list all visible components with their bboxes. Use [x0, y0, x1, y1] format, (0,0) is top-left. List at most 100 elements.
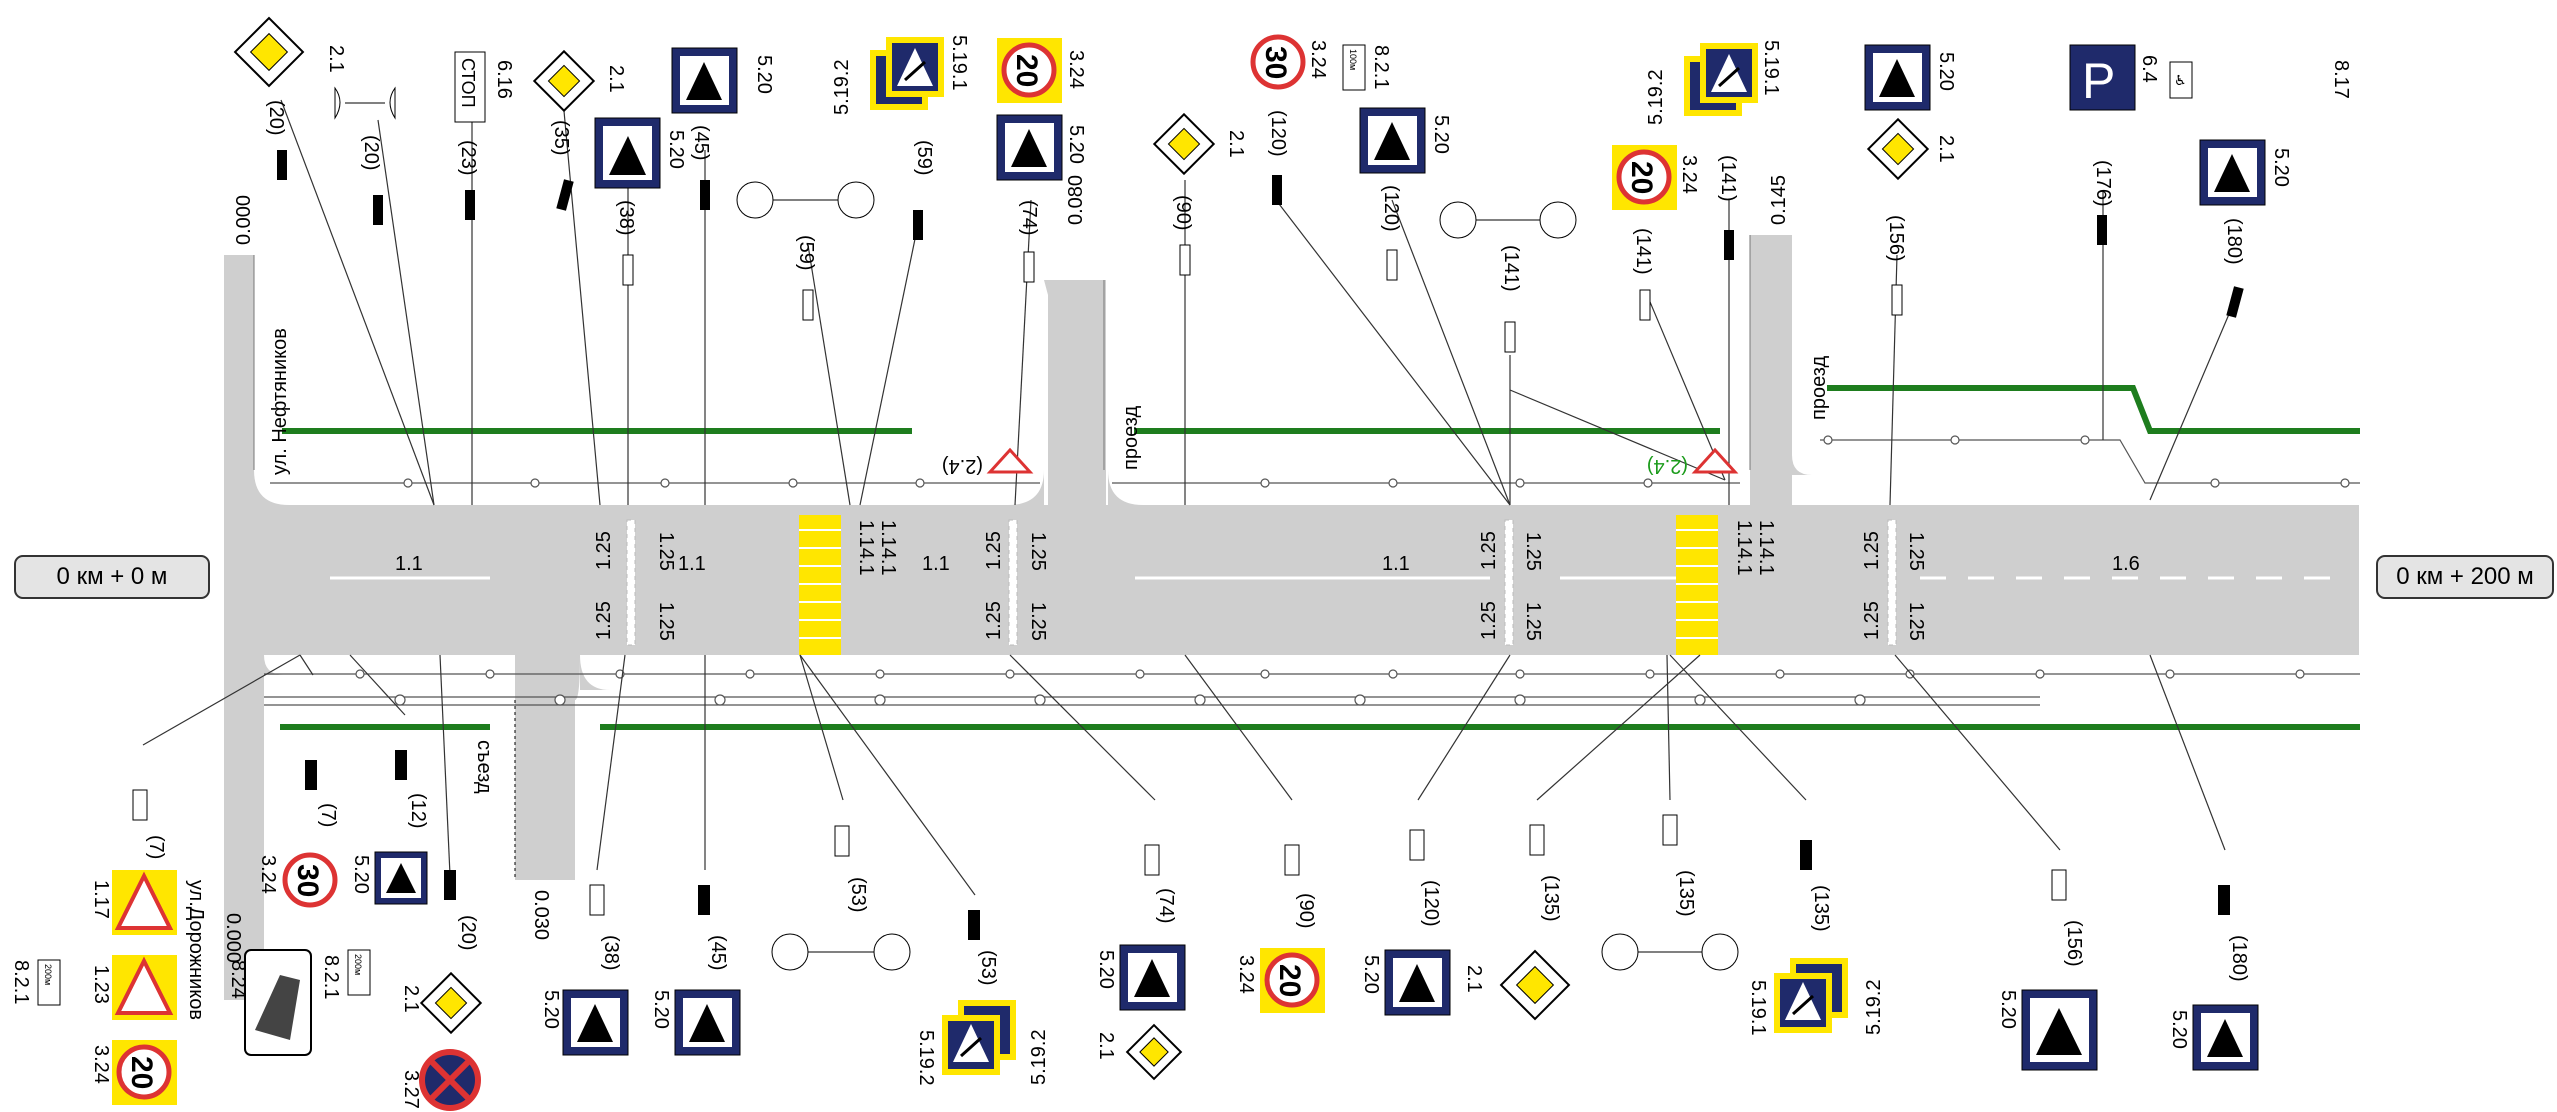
- svg-text:(59): (59): [795, 235, 817, 271]
- svg-text:3.24: 3.24: [1065, 50, 1087, 89]
- svg-text:5.19.1: 5.19.1: [1747, 980, 1769, 1036]
- svg-text:(120): (120): [1380, 185, 1402, 232]
- svg-text:6.16: 6.16: [493, 60, 515, 99]
- svg-text:1.25: 1.25: [1522, 602, 1544, 641]
- distance-plate-icon: [37, 959, 61, 1006]
- edge-sign-2: (2.4): [1647, 447, 1739, 477]
- svg-text:1.25: 1.25: [655, 532, 677, 571]
- svg-text:(59): (59): [913, 140, 935, 176]
- svg-text:5.20: 5.20: [1065, 125, 1087, 164]
- svg-text:5.20: 5.20: [753, 55, 775, 94]
- svg-text:5.19.2: 5.19.2: [831, 59, 853, 115]
- speed-limit-sign-icon: 20: [1612, 145, 1677, 210]
- svg-text:200м: 200м: [43, 964, 53, 985]
- svg-text:(2.4): (2.4): [1647, 455, 1688, 477]
- bottom-signs: (7) 1.17 1.23 20 3.24 200м 8.2.1 8.24 (7…: [10, 750, 2259, 1111]
- svg-text:1.14.1: 1.14.1: [855, 520, 877, 576]
- svg-text:СТОП: СТОП: [458, 58, 478, 108]
- svg-text:5.19.1: 5.19.1: [948, 35, 970, 91]
- svg-text:5.20: 5.20: [2168, 1010, 2190, 1049]
- svg-text:1.25: 1.25: [1861, 601, 1883, 640]
- svg-text:5.19.2: 5.19.2: [1028, 1029, 1050, 1085]
- svg-text:1.25: 1.25: [1478, 531, 1500, 570]
- svg-text:1.25: 1.25: [593, 531, 615, 570]
- svg-text:20: 20: [1625, 161, 1658, 194]
- speed-bump-sign-icon: [1384, 949, 1451, 1016]
- crosswalk-2: [1676, 515, 1718, 655]
- crosswalk-1: [799, 515, 841, 655]
- svg-text:1.23: 1.23: [90, 965, 112, 1004]
- svg-text:5.20: 5.20: [1095, 950, 1117, 989]
- svg-text:5.20: 5.20: [1997, 990, 2019, 1029]
- svg-text:2.1: 2.1: [1463, 965, 1485, 993]
- svg-text:(120): (120): [1420, 880, 1442, 927]
- svg-text:(90): (90): [1172, 195, 1194, 231]
- pedestrian-crossing-sign-icon: [1684, 43, 1758, 116]
- svg-text:1.1: 1.1: [678, 553, 706, 575]
- svg-text:200м: 200м: [353, 954, 363, 975]
- svg-text:(7): (7): [317, 803, 339, 827]
- svg-text:1.25: 1.25: [1027, 532, 1049, 571]
- svg-text:2.1: 2.1: [1935, 135, 1957, 163]
- svg-text:(20): (20): [265, 100, 287, 136]
- svg-text:3.24: 3.24: [1678, 155, 1700, 194]
- svg-text:1.1: 1.1: [395, 553, 423, 575]
- priority-road-sign-icon: [233, 16, 305, 88]
- svg-text:8.2.1: 8.2.1: [320, 955, 342, 999]
- edge-sign-1: (2.4): [942, 447, 1034, 477]
- svg-text:(23): (23): [457, 140, 479, 176]
- end-km-marker: 0 км + 200 м: [2376, 555, 2554, 599]
- disabled-plate-icon: [2169, 61, 2193, 99]
- offset-labels: 0.000 0.080 0.145 0.030 0.000: [222, 175, 1790, 963]
- svg-text:1.25: 1.25: [1522, 532, 1544, 571]
- svg-text:100м: 100м: [1348, 49, 1358, 70]
- svg-text:1.25: 1.25: [655, 602, 677, 641]
- lamp-icon: [334, 86, 396, 120]
- street-label-passage-2: проезд: [1808, 356, 1830, 420]
- speed-limit-sign-icon: 20: [997, 38, 1062, 103]
- svg-text:8.17: 8.17: [2330, 60, 2352, 99]
- svg-text:(141): (141): [1717, 155, 1739, 202]
- svg-text:1.14.1: 1.14.1: [1733, 520, 1755, 576]
- svg-text:1.25: 1.25: [983, 601, 1005, 640]
- svg-text:(120): (120): [1267, 110, 1289, 157]
- svg-text:1.25: 1.25: [1905, 532, 1927, 571]
- speed-limit-sign-icon: 30: [282, 852, 338, 908]
- speed-bump-sign-icon: [674, 989, 741, 1056]
- street-label-passage-1: проезд: [1120, 406, 1142, 470]
- svg-text:(74): (74): [1018, 200, 1040, 236]
- speed-bump-sign-icon: [1119, 944, 1186, 1011]
- svg-text:(38): (38): [615, 200, 637, 236]
- start-km-marker: 0 км + 0 м: [14, 555, 210, 599]
- street-labels: ул. Нефтяников проезд проезд съезд ул.До…: [185, 328, 1830, 1020]
- svg-text:1.6: 1.6: [2112, 553, 2140, 575]
- svg-text:(53): (53): [847, 877, 869, 913]
- svg-text:(176): (176): [2092, 160, 2114, 207]
- svg-text:30: 30: [291, 864, 324, 897]
- speed-bump-sign-icon: [1864, 44, 1931, 111]
- svg-text:1.25: 1.25: [593, 601, 615, 640]
- svg-text:(12): (12): [407, 793, 429, 829]
- svg-text:20: 20: [1273, 964, 1306, 997]
- pedestrian-crossing-sign-icon: [870, 37, 944, 110]
- pedestrian-crossing-sign-icon: [1774, 958, 1848, 1033]
- svg-text:20: 20: [125, 1056, 158, 1089]
- svg-text:5.19.2: 5.19.2: [1863, 979, 1885, 1035]
- svg-text:3.24: 3.24: [90, 1045, 112, 1084]
- svg-text:(141): (141): [1632, 228, 1654, 275]
- svg-text:2.1: 2.1: [1095, 1032, 1117, 1060]
- svg-text:2.1: 2.1: [400, 985, 422, 1013]
- svg-text:5.20: 5.20: [665, 130, 687, 169]
- svg-text:1.25: 1.25: [1027, 602, 1049, 641]
- distance-plate-icon: [1342, 44, 1366, 91]
- offset-p2: 0.145: [1768, 175, 1790, 225]
- children-sign-icon: [112, 955, 177, 1020]
- svg-text:(53): (53): [977, 950, 999, 986]
- street-label-dorozhnikov: ул.Дорожников: [185, 880, 207, 1020]
- svg-text:5.19.2: 5.19.2: [1645, 69, 1667, 125]
- svg-text:(7): (7): [145, 835, 167, 859]
- svg-text:1.25: 1.25: [1905, 602, 1927, 641]
- svg-text:1.14.1: 1.14.1: [1755, 520, 1777, 576]
- svg-text:20: 20: [1010, 54, 1043, 87]
- svg-text:(90): (90): [1295, 893, 1317, 929]
